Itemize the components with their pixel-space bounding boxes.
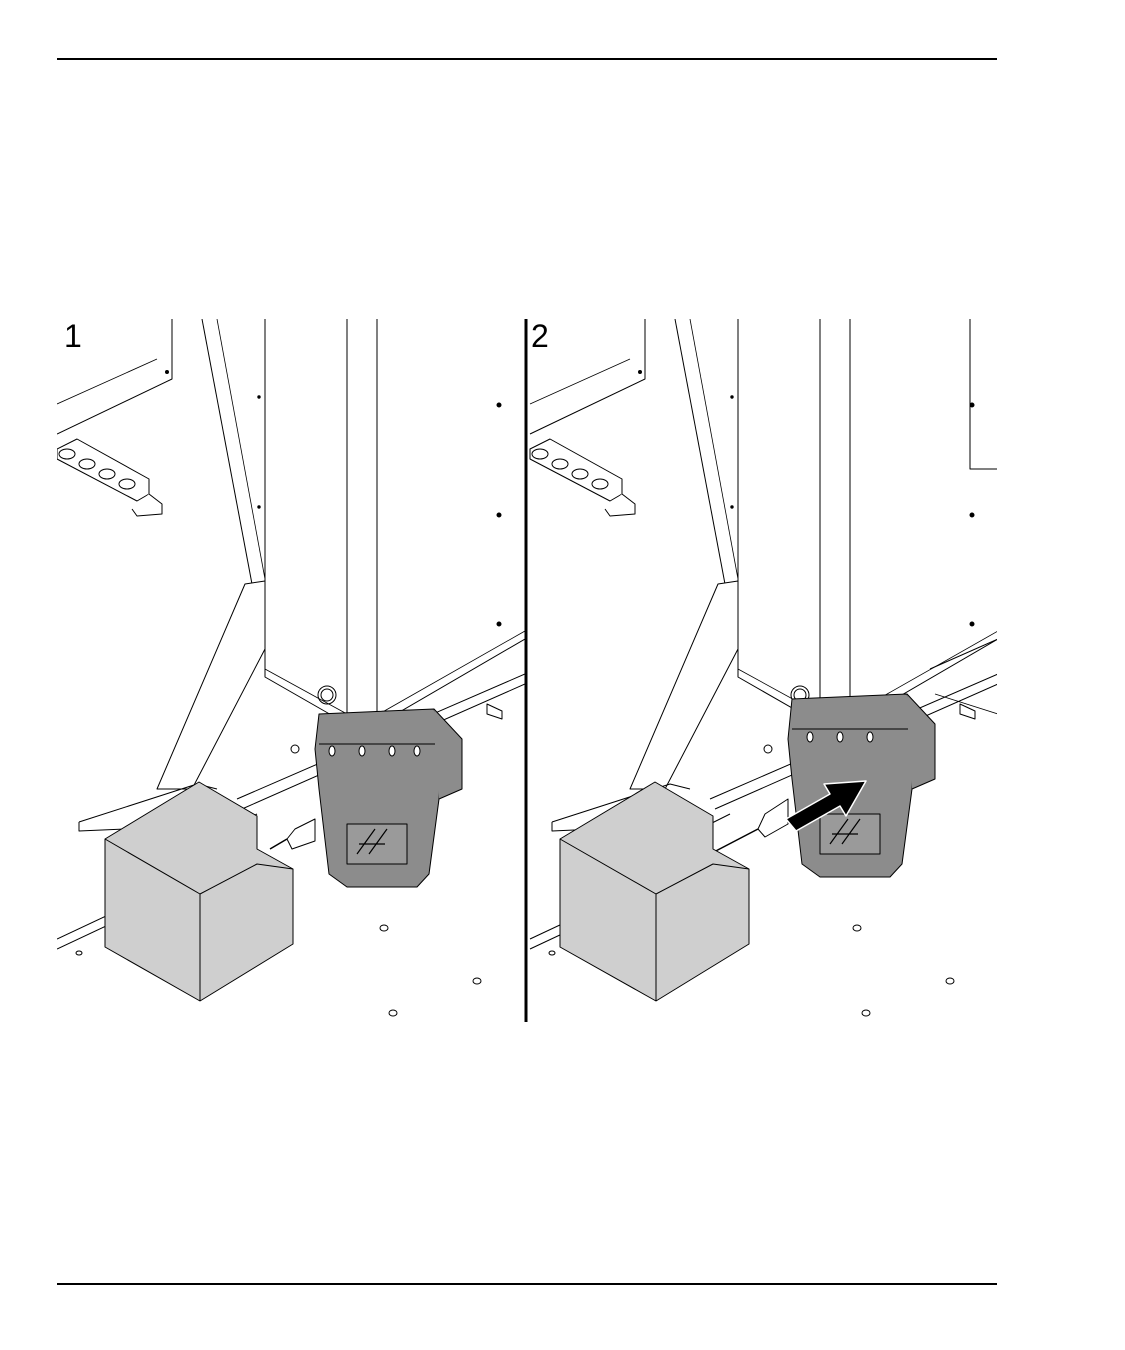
workpiece-block-1: [104, 781, 294, 1002]
workpiece-block-2: [559, 781, 750, 1002]
step-illustration: [57, 319, 997, 1022]
panel-label-2: 2: [531, 318, 549, 354]
header-rule: [57, 58, 997, 60]
panel-1-drawing: [57, 319, 525, 1017]
panel-label-1: 1: [64, 318, 82, 354]
footer-rule: [57, 1283, 997, 1285]
move-direction-arrow: [785, 780, 867, 832]
panel-2-drawing: [529, 319, 997, 1017]
